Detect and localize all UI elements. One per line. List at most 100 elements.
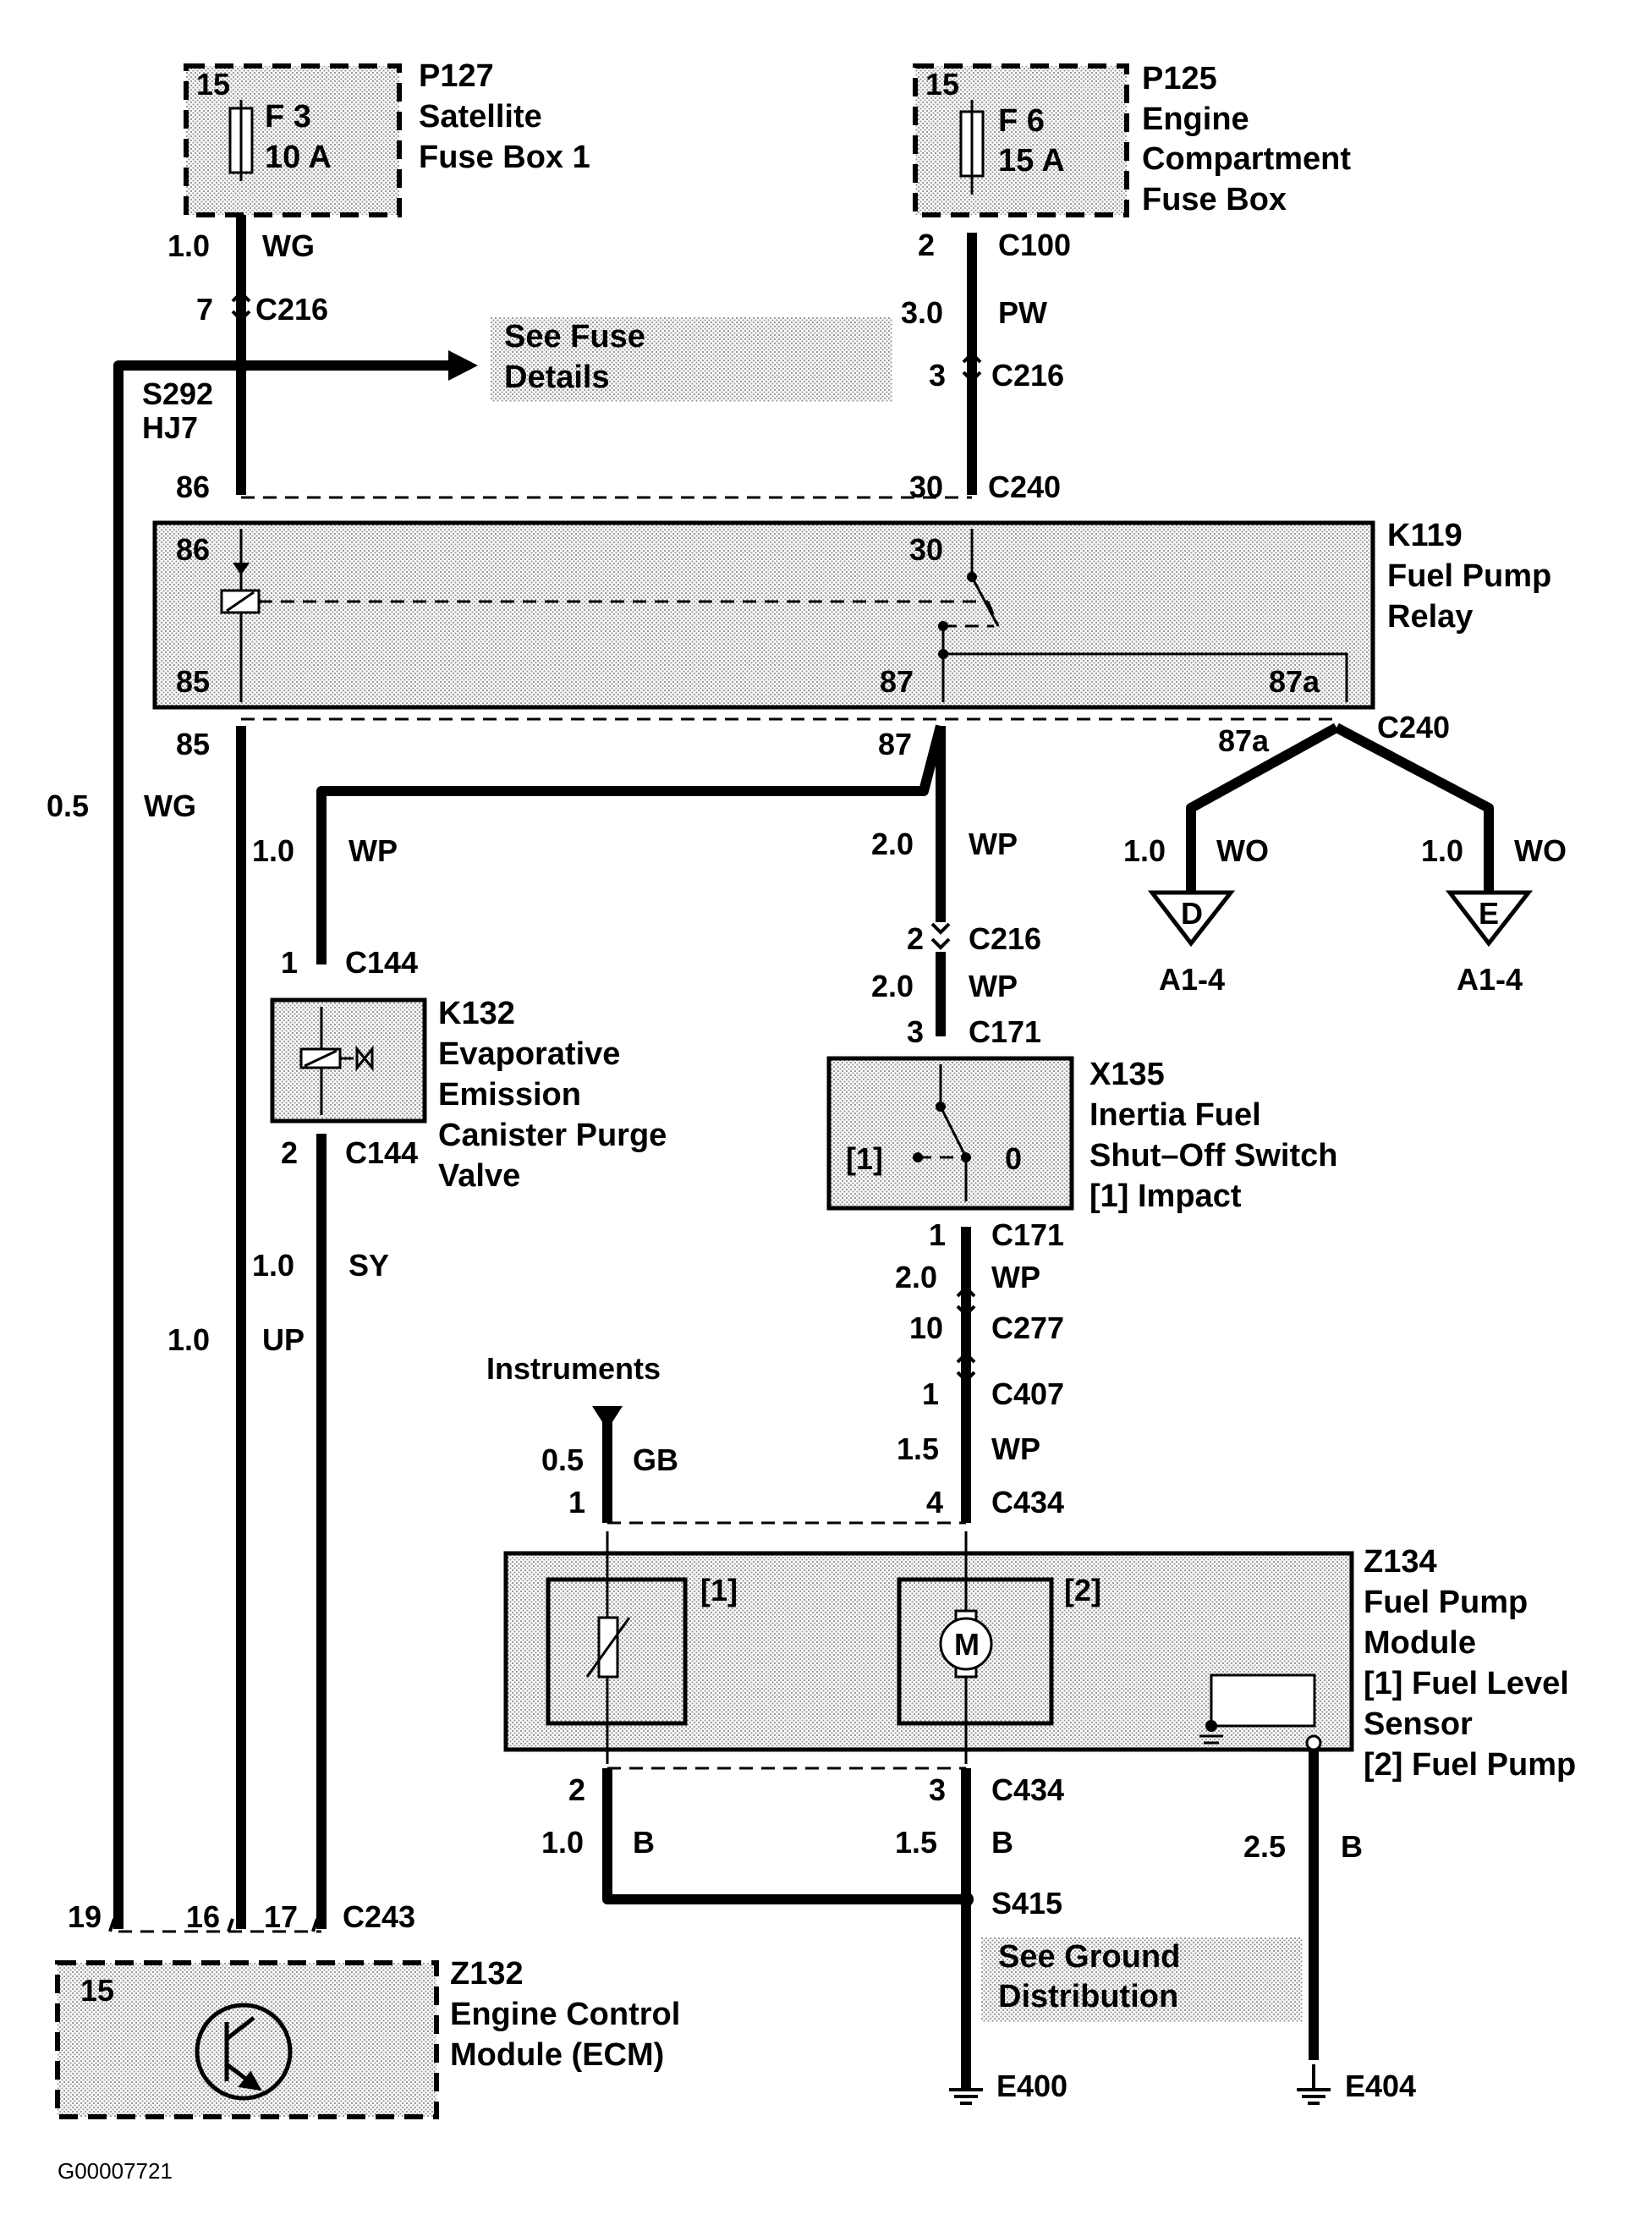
pin-label: 3	[929, 358, 946, 393]
ground-note-shading	[981, 1937, 1303, 2022]
ground-e400-icon	[949, 2064, 983, 2105]
k132-internal-solenoid	[299, 1007, 374, 1115]
fuel-pump-motor-icon	[939, 1617, 993, 1671]
wire-size-label: 1.0	[1123, 833, 1166, 868]
k119-relay-box	[152, 520, 1375, 710]
p127-fuse-box	[184, 63, 402, 217]
connector-label: C240	[988, 470, 1061, 504]
pin-label: 86	[176, 470, 210, 504]
wire-color-label: B	[991, 1825, 1013, 1860]
x135-line2: Shut–Off Switch	[1089, 1138, 1337, 1173]
connector-label: C434	[991, 1772, 1064, 1807]
connector-label: C144	[345, 945, 418, 980]
pin-label: 17	[264, 1899, 298, 1934]
k132-valve-box	[270, 997, 427, 1124]
splice-label: S415	[991, 1886, 1062, 1921]
k119-pin86: 86	[176, 532, 210, 567]
k119-pin87a: 87a	[1269, 664, 1320, 699]
z134-line2: Module	[1364, 1625, 1476, 1661]
x135-id: X135	[1089, 1057, 1165, 1092]
wire-wg-0-5	[113, 360, 241, 1929]
ground-e404-label: E404	[1345, 2069, 1416, 2103]
p127-fuse: F 3	[265, 99, 311, 135]
k119-pin87: 87	[880, 664, 914, 699]
instruments-arrow-icon	[592, 1406, 623, 1430]
z132-line1: Engine Control	[450, 1997, 680, 2032]
pin-label: 1	[922, 1377, 939, 1411]
x135-internal-switch	[913, 1064, 971, 1201]
x135-switch-box	[826, 1056, 1074, 1211]
p125-rating: 15 A	[998, 143, 1065, 179]
p127-rating: 10 A	[265, 140, 332, 175]
wire-size-label: 1.0	[167, 228, 210, 263]
pin-label: 1	[281, 945, 298, 980]
z134-id: Z134	[1364, 1544, 1437, 1580]
pin-label: 1	[568, 1485, 585, 1519]
fuse-details-note-2: Details	[504, 360, 610, 395]
wire-color-label: GB	[633, 1442, 678, 1477]
connector-label: C407	[991, 1377, 1064, 1411]
k119-internal-circuit	[220, 529, 1348, 702]
wire-size-label: 1.5	[897, 1431, 939, 1466]
wire-color-label: PW	[998, 295, 1047, 330]
wire-size-label: 1.0	[252, 1248, 294, 1283]
z134-motor-label: M	[954, 1627, 980, 1662]
k119-pin30: 30	[909, 532, 943, 567]
pin-label: 4	[926, 1485, 943, 1519]
p127-line1: Satellite	[419, 99, 542, 135]
pin-label: 3	[907, 1014, 924, 1049]
k132-line1: Evaporative	[438, 1036, 620, 1072]
ground-note-1: See Ground	[998, 1939, 1180, 1975]
p125-fuse-box	[913, 63, 1129, 217]
ground-e400-label: E400	[996, 2069, 1067, 2103]
ground-e404-icon	[1297, 2064, 1331, 2105]
x135-pos0: 0	[1005, 1141, 1022, 1176]
p125-line1: Engine	[1142, 102, 1249, 137]
connector-label: C434	[991, 1485, 1064, 1519]
p125-fuse: F 6	[998, 103, 1045, 139]
pin-label: 10	[909, 1311, 943, 1345]
z134-internal	[585, 1531, 1322, 1764]
wire-size-label: 0.5	[47, 789, 89, 823]
connector-label: C144	[345, 1135, 418, 1170]
connector-label: C216	[969, 921, 1041, 956]
z132-id: Z132	[450, 1956, 524, 1992]
wire-color-label: WP	[991, 1431, 1040, 1466]
connector-e-triangle	[1445, 890, 1534, 948]
k119-pin85: 85	[176, 664, 210, 699]
pin-label: 19	[68, 1899, 102, 1934]
sidebar-shading-1	[491, 317, 892, 402]
connector-label: C171	[991, 1217, 1064, 1252]
wire-size-label: 1.5	[895, 1825, 937, 1860]
pin-label: 85	[176, 727, 210, 761]
x135-pos1: [1]	[846, 1141, 883, 1176]
connector-label: C240	[1377, 710, 1450, 745]
z134-line1: Fuel Pump	[1364, 1585, 1528, 1620]
splice-label: S292	[142, 376, 213, 411]
p125-line2: Compartment	[1142, 141, 1351, 177]
p125-line3: Fuse Box	[1142, 182, 1287, 217]
wire-wo-d	[1186, 723, 1339, 893]
wire-wo-e	[1334, 723, 1494, 893]
wire-color-label: WG	[262, 228, 315, 263]
wire-size-label: 1.0	[167, 1322, 210, 1357]
splice-s292-dot	[233, 358, 249, 373]
ground-note-2: Distribution	[998, 1979, 1178, 2014]
wire-color-label: WO	[1216, 833, 1269, 868]
k119-line2: Relay	[1387, 599, 1473, 635]
wire-color-label: B	[1341, 1829, 1363, 1864]
wire-color-label: B	[633, 1825, 655, 1860]
z134-line3: [1] Fuel Level	[1364, 1666, 1569, 1701]
p127-pin: 15	[196, 67, 230, 102]
connector-d-triangle	[1147, 890, 1236, 948]
fuse-details-note-1: See Fuse	[504, 319, 645, 354]
wire-color-label: WP	[991, 1260, 1040, 1294]
k132-line2: Emission	[438, 1077, 581, 1113]
pin-label: 2	[918, 228, 935, 262]
wire-size-label: 0.5	[541, 1442, 584, 1477]
pin-label: 3	[929, 1772, 946, 1807]
connector-label: C243	[343, 1899, 415, 1934]
ecm-transistor-icon	[195, 2003, 293, 2101]
k119-id: K119	[1387, 518, 1463, 553]
p127-id: P127	[419, 58, 494, 94]
